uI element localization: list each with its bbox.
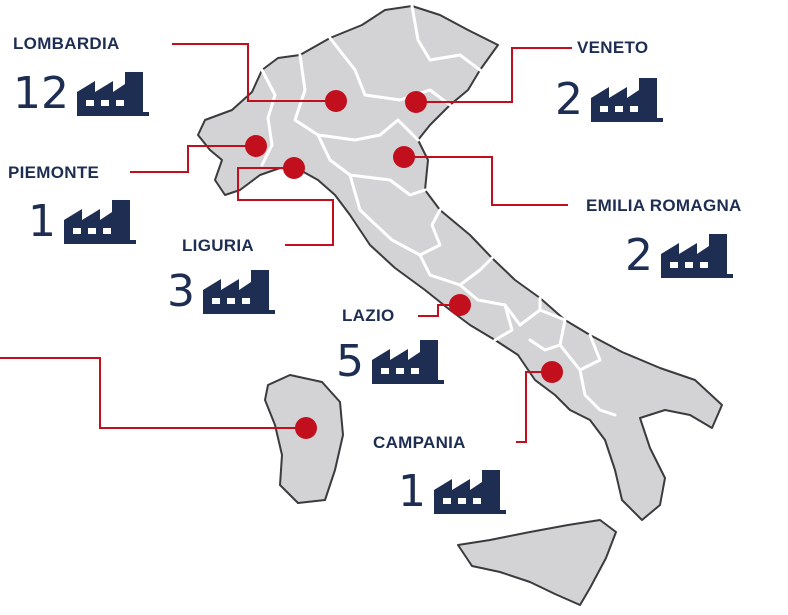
region-count-campania: 1 xyxy=(398,464,506,514)
marker-veneto[interactable] xyxy=(405,91,427,113)
region-label-liguria: LIGURIA xyxy=(182,236,254,255)
leader-lombardia xyxy=(172,43,336,102)
region-label-emilia-romagna: EMILIA ROMAGNA xyxy=(586,196,742,215)
factory-icon xyxy=(203,270,275,314)
region-label-lazio: LAZIO xyxy=(342,306,395,325)
sardinia-island xyxy=(264,374,344,504)
factory-icon xyxy=(661,234,733,278)
region-count-veneto: 2 xyxy=(555,72,663,122)
marker-sardinia[interactable] xyxy=(295,417,317,439)
region-label-lombardia: LOMBARDIA xyxy=(13,34,120,53)
plant-count-emilia-romagna: 2 xyxy=(625,230,653,281)
leader-lines xyxy=(0,43,572,443)
plant-count-liguria: 3 xyxy=(167,266,195,317)
region-label-veneto: VENETO xyxy=(577,38,649,57)
italy-mainland xyxy=(197,5,723,521)
region-count-lazio: 5 xyxy=(336,334,444,384)
marker-lazio[interactable] xyxy=(449,294,471,316)
factory-icon xyxy=(591,78,663,122)
marker-emilia-romagna[interactable] xyxy=(393,146,415,168)
plant-count-lazio: 5 xyxy=(336,336,364,387)
plant-count-campania: 1 xyxy=(398,466,426,517)
leader-sardinia xyxy=(0,357,306,429)
location-markers xyxy=(245,90,563,439)
marker-piemonte[interactable] xyxy=(245,135,267,157)
plant-count-veneto: 2 xyxy=(555,74,583,125)
factory-icon xyxy=(372,340,444,384)
leader-veneto xyxy=(416,47,572,103)
plant-count-piemonte: 1 xyxy=(28,196,56,247)
leader-campania xyxy=(516,371,552,443)
leader-piemonte xyxy=(130,145,256,173)
marker-lombardia[interactable] xyxy=(325,90,347,112)
region-count-lombardia: 12 xyxy=(13,66,149,116)
sicily-island xyxy=(457,519,617,606)
region-count-liguria: 3 xyxy=(167,264,275,314)
leader-emilia-romagna xyxy=(404,156,568,206)
plant-count-lombardia: 12 xyxy=(13,68,69,119)
region-count-emilia-romagna: 2 xyxy=(625,228,733,278)
factory-icon xyxy=(434,470,506,514)
factory-icon xyxy=(77,72,149,116)
marker-campania[interactable] xyxy=(541,361,563,383)
leader-liguria xyxy=(237,167,334,246)
region-label-piemonte: PIEMONTE xyxy=(8,163,100,182)
region-label-campania: CAMPANIA xyxy=(373,433,466,452)
region-borders xyxy=(260,4,617,417)
region-count-piemonte: 1 xyxy=(28,194,136,244)
marker-liguria[interactable] xyxy=(283,157,305,179)
factory-icon xyxy=(64,200,136,244)
